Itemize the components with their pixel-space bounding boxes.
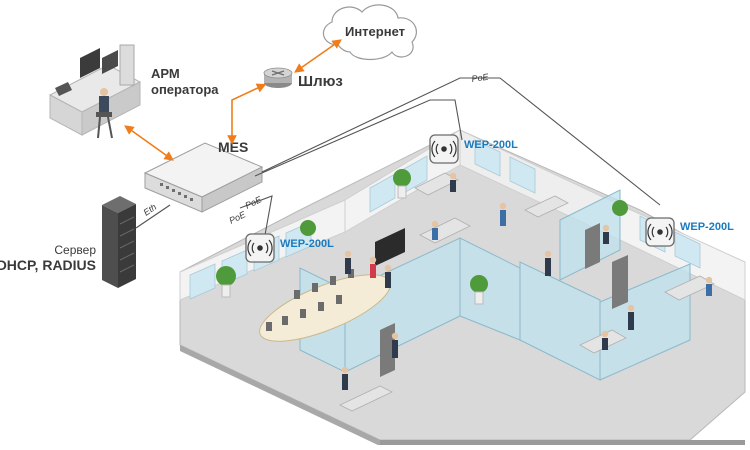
gateway-label: Шлюз <box>298 73 343 90</box>
poe-label-mid: PoE <box>243 194 264 211</box>
floor-edge <box>180 345 380 446</box>
mes-switch: MES <box>143 139 264 213</box>
server-caption: Сервер <box>54 243 96 257</box>
link-gateway-internet <box>294 39 342 73</box>
doors <box>380 223 628 377</box>
dhcp-radius-server: Сервер DHCP, RADIUS <box>0 196 136 288</box>
switch-ports <box>160 183 193 201</box>
ap-left-label: WEP-200L <box>280 238 334 250</box>
router-arrows-icon <box>271 70 285 76</box>
gateway-router: Шлюз <box>263 67 343 90</box>
access-point-left: WEP-200L <box>245 233 334 263</box>
floor-edge-front <box>380 440 745 446</box>
people <box>341 172 713 390</box>
internet-label: Интернет <box>345 24 405 39</box>
poe-cable-left <box>239 195 273 236</box>
server-racks <box>119 216 135 273</box>
poe-label-low: PoE <box>227 209 248 226</box>
wifi-ap-icon <box>431 140 457 158</box>
poe-label-top: PoE <box>471 72 490 84</box>
ap-right-label: WEP-200L <box>680 221 734 233</box>
eth-cable <box>135 204 171 229</box>
access-point-right: WEP-200L <box>645 217 734 247</box>
access-point-center: WEP-200L <box>429 134 518 164</box>
wifi-ap-icon <box>247 239 273 257</box>
link-mes-gateway <box>227 83 267 145</box>
workstation-monitor <box>80 48 100 78</box>
wall-screen <box>375 228 405 266</box>
link-arm-mes <box>124 125 174 161</box>
poe-cable-center <box>254 99 463 177</box>
ap-center-label: WEP-200L <box>464 139 518 151</box>
plants <box>216 169 628 305</box>
operator-person <box>96 88 113 139</box>
office-floor-illustration <box>179 129 746 446</box>
poe-cable-right <box>261 77 661 206</box>
wifi-ap-icon <box>647 223 673 241</box>
arm-label-line1: АРМ <box>151 66 180 81</box>
server-name: DHCP, RADIUS <box>0 257 96 273</box>
internet-cloud: Интернет <box>322 4 417 61</box>
mes-label: MES <box>218 139 248 155</box>
workstation-cabinet <box>119 44 135 86</box>
arm-label-line2: оператора <box>151 82 219 97</box>
operator-workstation: АРМ оператора <box>48 44 219 139</box>
